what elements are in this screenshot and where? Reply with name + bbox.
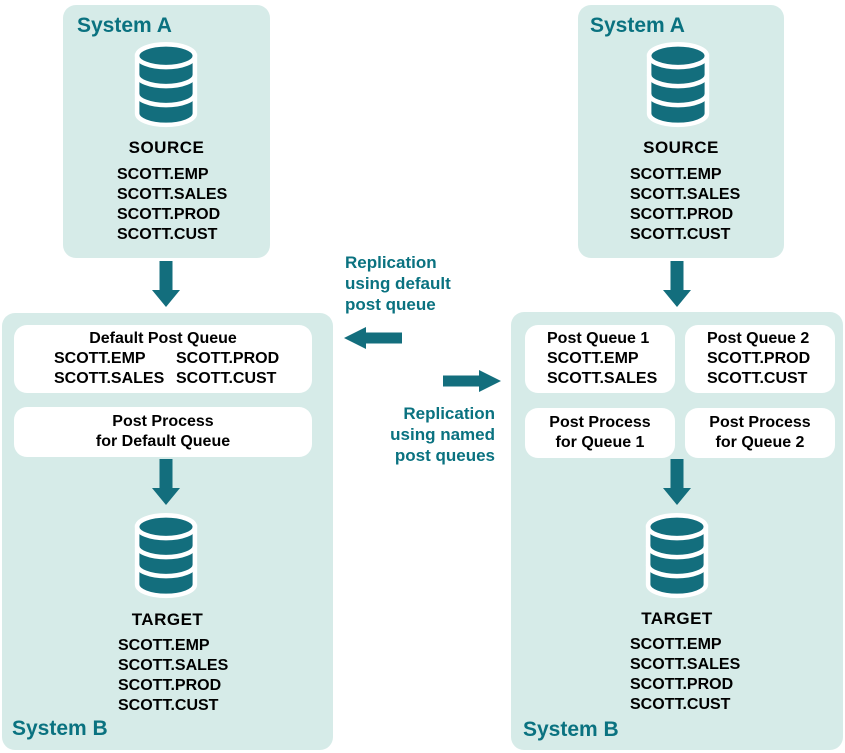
table-name: SCOTT.PROD <box>117 206 221 223</box>
annotation-default-queue: Replication using default post queue <box>345 252 451 315</box>
database-icon <box>640 39 716 131</box>
source-label: SOURCE <box>643 138 719 157</box>
table-name: SCOTT.PROD <box>118 677 222 694</box>
table-name: SCOTT.CUST <box>176 370 277 387</box>
system-a-title: System A <box>590 14 685 37</box>
table-name: SCOTT.EMP <box>54 350 146 367</box>
box-text-line: for Default Queue <box>95 433 231 450</box>
post-process-1-box: Post Process for Queue 1 <box>525 408 675 458</box>
system-b-title: System B <box>12 717 108 740</box>
box-text-line: for Queue 2 <box>715 434 805 451</box>
target-label: TARGET <box>131 610 204 629</box>
box-title: Post Queue 2 <box>707 330 810 347</box>
panel-system-a-left: System A SOURCE SCOTT.EMP SCOTT.SALES SC… <box>63 5 270 258</box>
annotation-line: Replication <box>345 253 437 272</box>
annotation-line: Replication <box>403 404 495 423</box>
table-name: SCOTT.EMP <box>630 636 722 653</box>
table-name: SCOTT.CUST <box>707 370 808 387</box>
panel-system-b-left: Default Post Queue SCOTT.EMP SCOTT.PROD … <box>2 313 333 750</box>
database-icon <box>128 510 204 602</box>
table-name: SCOTT.SALES <box>630 186 741 203</box>
table-name: SCOTT.PROD <box>707 350 811 367</box>
database-icon <box>639 510 715 602</box>
panel-system-b-right: Post Queue 1 SCOTT.EMP SCOTT.SALES Post … <box>511 312 843 750</box>
box-text-line: Post Process <box>549 414 651 431</box>
table-name: SCOTT.SALES <box>630 656 741 673</box>
post-queue-1-box: Post Queue 1 SCOTT.EMP SCOTT.SALES <box>525 325 675 393</box>
target-label: TARGET <box>641 609 713 628</box>
table-name: SCOTT.CUST <box>117 226 218 243</box>
system-b-title: System B <box>523 718 619 741</box>
table-name: SCOTT.PROD <box>176 350 280 367</box>
table-name: SCOTT.SALES <box>547 370 658 387</box>
table-name: SCOTT.PROD <box>630 676 734 693</box>
annotation-line: post queues <box>394 446 495 465</box>
database-icon <box>128 39 204 131</box>
table-name: SCOTT.EMP <box>117 166 209 183</box>
arrow-down-icon <box>152 261 180 307</box>
table-name: SCOTT.EMP <box>118 637 210 654</box>
arrow-down-icon <box>152 459 180 505</box>
box-text-line: Post Process <box>112 413 214 430</box>
arrow-down-icon <box>663 261 691 307</box>
source-table-list: SCOTT.EMP SCOTT.SALES SCOTT.PROD SCOTT.C… <box>117 165 227 245</box>
annotation-line: using default <box>345 274 451 293</box>
table-name: SCOTT.CUST <box>630 696 731 713</box>
arrow-right-icon <box>443 370 501 392</box>
table-name: SCOTT.EMP <box>547 350 639 367</box>
target-table-list: SCOTT.EMP SCOTT.SALES SCOTT.PROD SCOTT.C… <box>630 635 740 715</box>
box-text-line: Post Process <box>709 414 811 431</box>
table-name: SCOTT.CUST <box>630 226 731 243</box>
source-label: SOURCE <box>128 138 205 157</box>
table-name: SCOTT.CUST <box>118 697 219 714</box>
queue-table-grid: SCOTT.EMP SCOTT.PROD SCOTT.SALES SCOTT.C… <box>14 349 312 389</box>
arrow-down-icon <box>663 459 691 505</box>
default-post-queue-box: Default Post Queue SCOTT.EMP SCOTT.PROD … <box>14 325 312 393</box>
target-table-list: SCOTT.EMP SCOTT.SALES SCOTT.PROD SCOTT.C… <box>118 636 228 716</box>
box-title: Post Queue 1 <box>547 330 650 347</box>
annotation-line: post queue <box>345 295 436 314</box>
post-process-2-box: Post Process for Queue 2 <box>685 408 835 458</box>
table-name: SCOTT.SALES <box>54 370 165 387</box>
box-text-line: for Queue 1 <box>555 434 645 451</box>
panel-system-a-right: System A SOURCE SCOTT.EMP SCOTT.SALES SC… <box>578 5 784 258</box>
box-title: Default Post Queue <box>89 330 237 347</box>
source-table-list: SCOTT.EMP SCOTT.SALES SCOTT.PROD SCOTT.C… <box>630 165 740 245</box>
table-name: SCOTT.EMP <box>630 166 722 183</box>
post-queue-2-box: Post Queue 2 SCOTT.PROD SCOTT.CUST <box>685 325 835 393</box>
table-name: SCOTT.SALES <box>117 186 228 203</box>
table-name: SCOTT.PROD <box>630 206 734 223</box>
arrow-left-icon <box>344 327 402 349</box>
system-a-title: System A <box>77 14 172 37</box>
annotation-line: using named <box>390 425 495 444</box>
post-process-default-box: Post Process for Default Queue <box>14 407 312 457</box>
annotation-named-queues: Replication using named post queues <box>390 403 495 466</box>
table-name: SCOTT.SALES <box>118 657 229 674</box>
